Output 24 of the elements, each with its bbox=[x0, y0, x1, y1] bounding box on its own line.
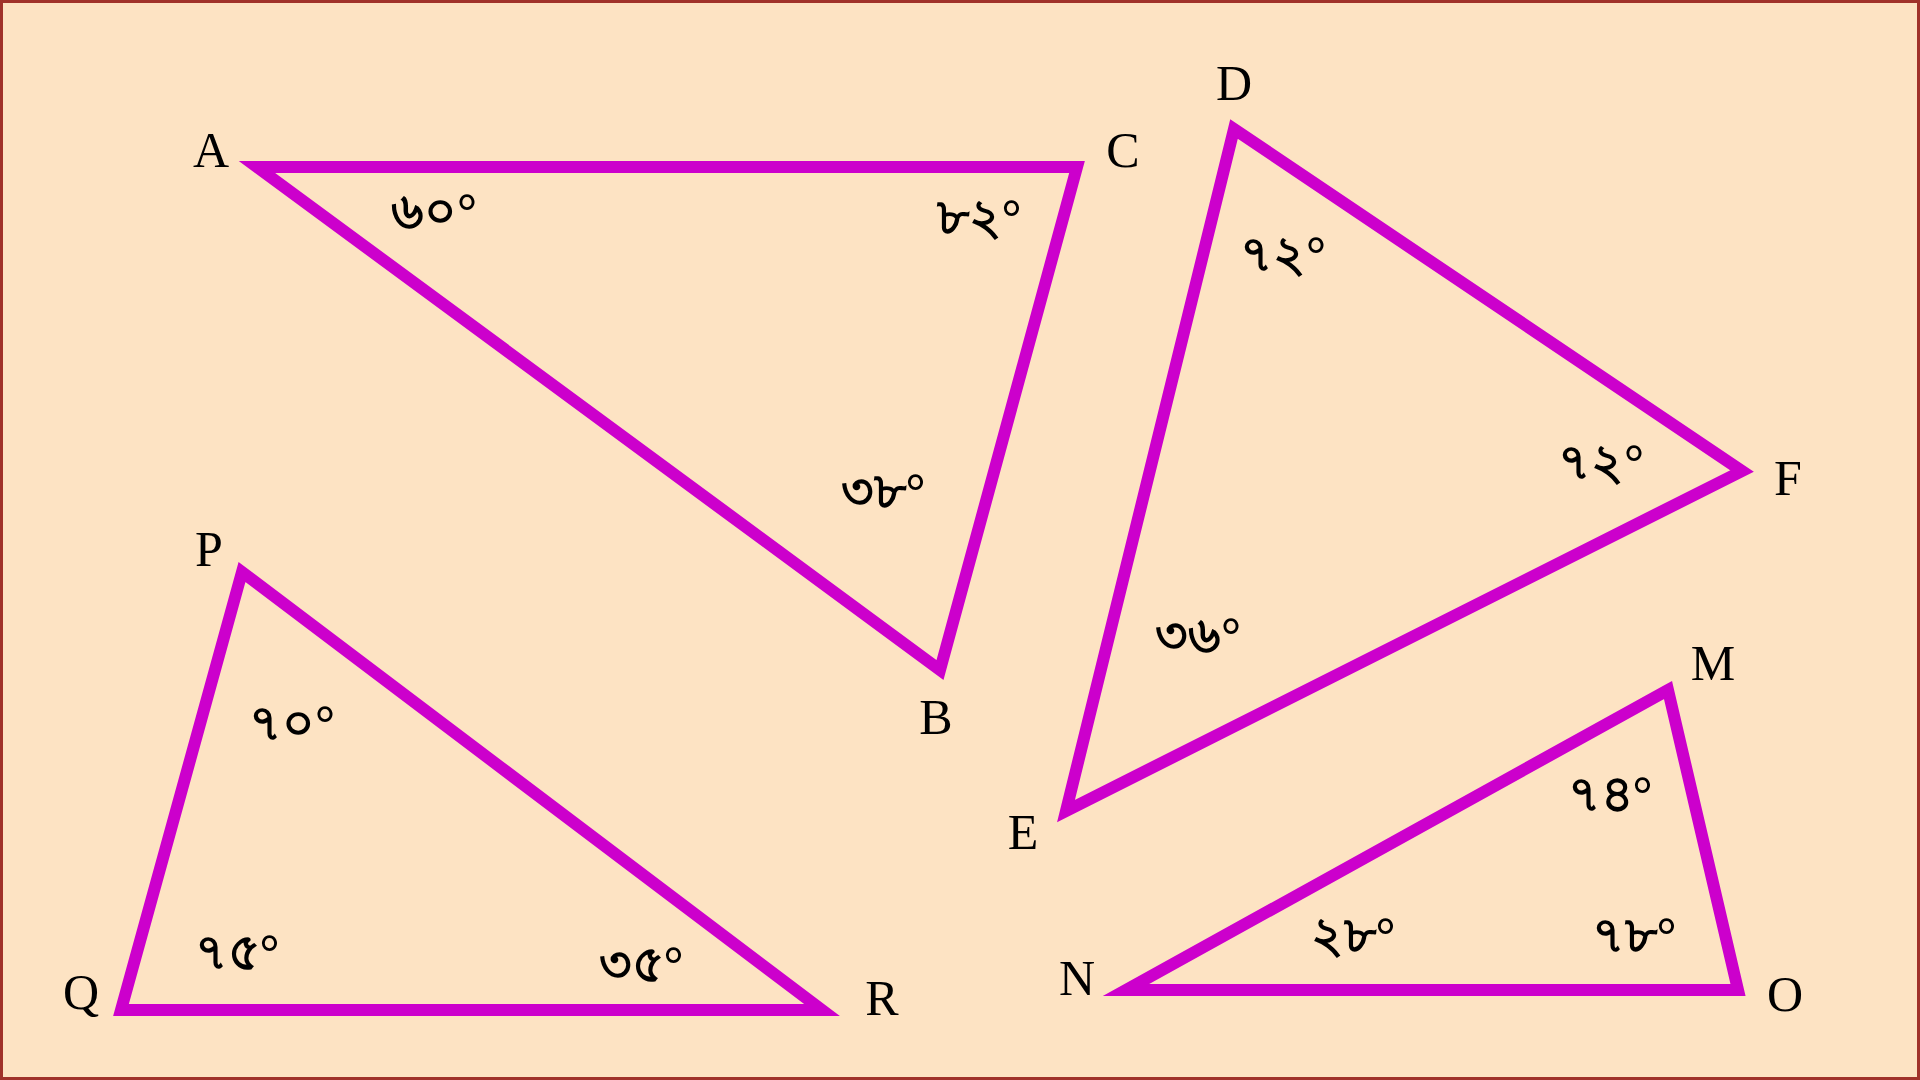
vertex-label: M bbox=[1690, 638, 1736, 688]
angle-label: ৭০° bbox=[249, 698, 335, 748]
vertex-label: C bbox=[1106, 125, 1140, 175]
angle-label: ৩৬° bbox=[1155, 610, 1241, 660]
angle-label: ৭৪° bbox=[1567, 769, 1653, 819]
angle-label: ৮২° bbox=[936, 192, 1022, 242]
vertex-label: Q bbox=[62, 967, 100, 1017]
angle-label: ২৮° bbox=[1310, 910, 1396, 960]
vertex-label: P bbox=[195, 524, 223, 574]
vertex-label: R bbox=[865, 973, 899, 1023]
vertex-label: F bbox=[1774, 453, 1802, 503]
vertex-label: N bbox=[1058, 953, 1096, 1003]
vertex-label: E bbox=[1007, 807, 1039, 857]
angle-label: ৩৮° bbox=[840, 466, 926, 516]
angle-label: ৭৫° bbox=[194, 927, 280, 977]
angle-label: ৭২° bbox=[1240, 229, 1326, 279]
vertex-label: B bbox=[919, 692, 953, 742]
angle-label: ৩৫° bbox=[598, 939, 684, 989]
vertex-label: D bbox=[1215, 58, 1253, 108]
angle-label: ৭৮° bbox=[1591, 910, 1677, 960]
angle-label: ৬০° bbox=[391, 186, 477, 236]
vertex-label: O bbox=[1766, 969, 1804, 1019]
vertex-label: A bbox=[192, 125, 230, 175]
angle-label: ৭২° bbox=[1558, 437, 1644, 487]
